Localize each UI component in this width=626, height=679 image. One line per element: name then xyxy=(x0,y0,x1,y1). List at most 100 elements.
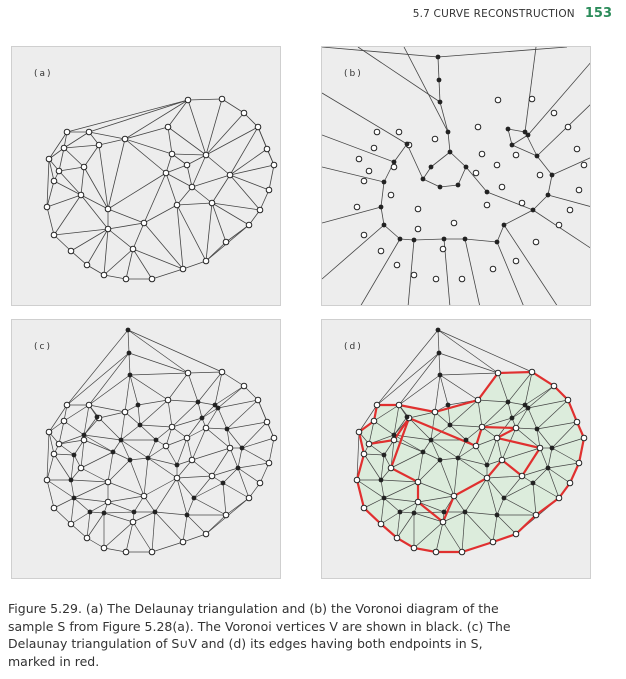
union-delaunay-edge xyxy=(547,467,560,499)
page-number: 153 xyxy=(584,6,612,21)
union-delaunay-edge xyxy=(147,439,157,459)
union-delaunay-edge xyxy=(496,497,505,516)
delaunay-edge xyxy=(221,98,245,114)
sample-point xyxy=(414,498,422,506)
voronoi-vertex xyxy=(191,495,197,501)
union-delaunay-edge xyxy=(547,467,571,484)
union-delaunay-edge xyxy=(139,424,157,441)
voronoi-vertex xyxy=(137,422,143,428)
union-delaunay-edge xyxy=(205,427,231,449)
union-delaunay-edge xyxy=(356,431,360,481)
sample-point xyxy=(140,219,148,227)
union-delaunay-edge xyxy=(390,451,424,469)
union-delaunay-edge xyxy=(129,457,149,461)
voronoi-ray xyxy=(524,47,537,133)
union-delaunay-edge xyxy=(380,479,385,499)
delaunay-edge xyxy=(187,98,223,101)
voronoi-vertex xyxy=(484,189,490,195)
panel-b-label: (b) xyxy=(344,69,363,79)
union-delaunay-edge xyxy=(176,477,195,499)
union-delaunay-edge xyxy=(442,521,463,553)
union-delaunay-edge xyxy=(501,427,517,461)
voronoi-vertex xyxy=(505,126,511,132)
union-delaunay-edge xyxy=(268,437,275,464)
delaunay-edge xyxy=(186,164,193,188)
voronoi-edge xyxy=(413,238,445,241)
union-delaunay-edge xyxy=(358,404,378,433)
sample-point xyxy=(222,238,230,246)
union-delaunay-edge xyxy=(147,457,178,466)
delaunay-edge xyxy=(86,228,109,266)
union-delaunay-edge xyxy=(165,426,173,447)
union-delaunay-edge xyxy=(363,453,385,456)
union-delaunay-edge xyxy=(237,467,250,499)
sample-point xyxy=(573,418,581,426)
sample-point xyxy=(245,221,253,229)
union-delaunay-edge xyxy=(128,352,189,374)
union-delaunay-edge xyxy=(536,428,553,449)
union-delaunay-edge xyxy=(457,439,467,459)
sample-point xyxy=(580,434,588,442)
delaunay-edge xyxy=(229,174,270,191)
voronoi-edge xyxy=(511,144,538,157)
voronoi-vertex xyxy=(131,509,137,515)
sample-point xyxy=(104,205,112,213)
union-delaunay-edge xyxy=(430,411,436,441)
union-delaunay-edge xyxy=(398,374,441,406)
union-delaunay-edge xyxy=(461,511,466,553)
union-delaunay-edge xyxy=(155,426,173,441)
voronoi-vertex xyxy=(378,477,384,483)
voronoi-vertex xyxy=(494,239,500,245)
sample-point xyxy=(168,423,176,431)
panel-d-crust-edges: (d) xyxy=(321,319,591,579)
delaunay-edge xyxy=(176,204,184,270)
union-delaunay-edge xyxy=(259,462,270,484)
delaunay-edge xyxy=(63,147,85,168)
delaunay-edge xyxy=(211,202,227,243)
delaunay-edge xyxy=(83,166,109,210)
union-delaunay-edge xyxy=(191,459,213,477)
delaunay-edge xyxy=(107,228,134,250)
voronoi-vertex xyxy=(436,350,442,356)
voronoi-vertex xyxy=(534,153,540,159)
union-delaunay-edge xyxy=(437,329,440,354)
sample-point xyxy=(80,436,88,444)
sample-point xyxy=(360,231,368,239)
union-delaunay-edge xyxy=(430,439,459,459)
delaunay-edge xyxy=(58,166,85,172)
union-delaunay-edge xyxy=(527,407,538,430)
sample-point xyxy=(173,474,181,482)
union-delaunay-edge xyxy=(496,437,503,461)
sample-point xyxy=(121,135,129,143)
delaunay-edge xyxy=(132,248,184,270)
voronoi-vertex xyxy=(101,510,107,516)
sample-point xyxy=(43,203,51,211)
delaunay-edge xyxy=(48,158,55,182)
union-delaunay-edge xyxy=(70,511,91,525)
sample-point xyxy=(564,123,572,131)
delaunay-edge xyxy=(171,153,207,156)
sample-point xyxy=(202,424,210,432)
union-delaunay-edge xyxy=(205,407,219,429)
union-delaunay-edge xyxy=(88,404,126,413)
voronoi-ray xyxy=(503,224,558,305)
union-delaunay-edge xyxy=(439,372,499,376)
union-delaunay-edge xyxy=(501,447,541,461)
delaunay-edge xyxy=(103,248,134,276)
voronoi-vertex xyxy=(127,372,133,378)
union-delaunay-edge xyxy=(524,385,555,406)
voronoi-vertex xyxy=(484,462,490,468)
voronoi-vertex xyxy=(212,402,218,408)
union-delaunay-edge xyxy=(475,437,498,447)
delaunay-edge xyxy=(48,131,68,160)
voronoi-vertex xyxy=(530,480,536,486)
voronoi-edge xyxy=(380,181,385,208)
delaunay-edge xyxy=(107,138,126,210)
delaunay-edge xyxy=(70,228,109,252)
union-delaunay-edge xyxy=(363,497,385,509)
union-delaunay-edge xyxy=(226,428,243,449)
sample-point xyxy=(270,161,278,169)
union-delaunay-edge xyxy=(380,479,419,483)
union-delaunay-edge xyxy=(186,514,207,535)
voronoi-vertex xyxy=(435,327,441,333)
